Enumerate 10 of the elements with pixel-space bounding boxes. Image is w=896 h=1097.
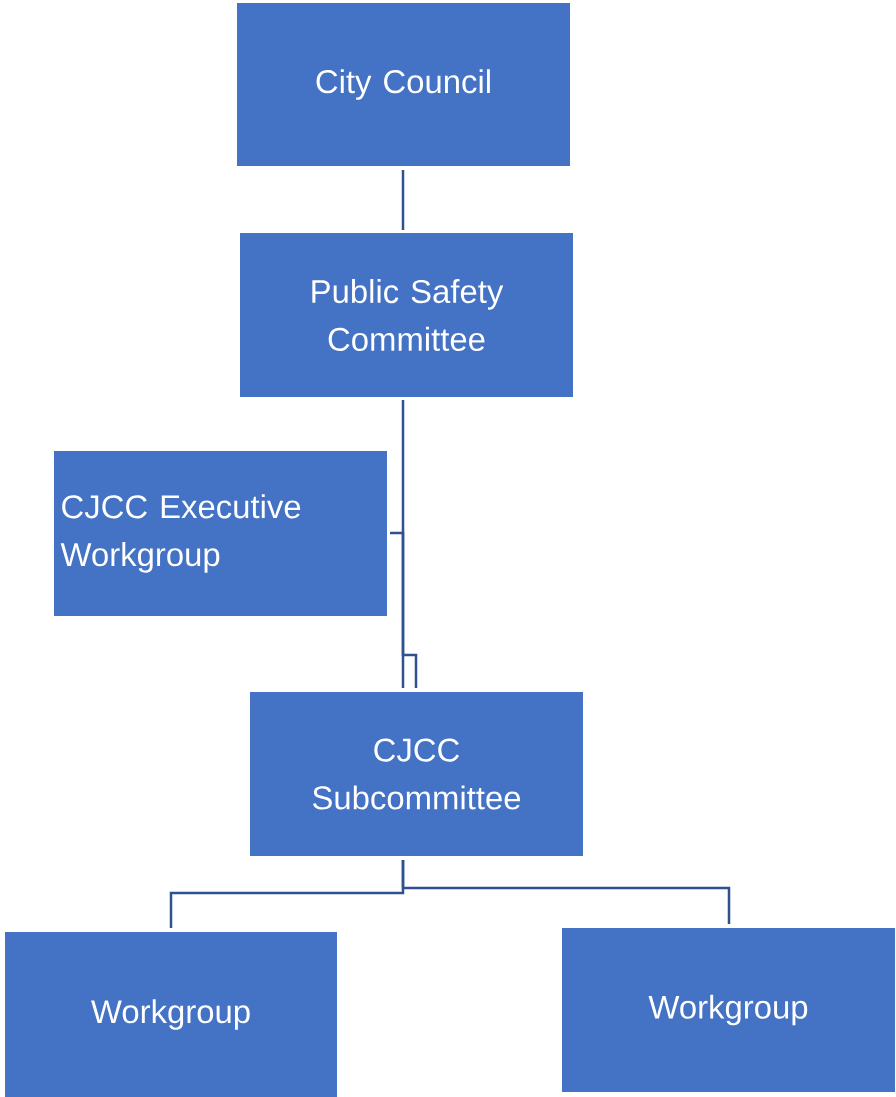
org-box: Workgroup [5, 932, 337, 1097]
org-box: Public Safety Committee [240, 233, 573, 397]
org-box: CJCC Executive Workgroup [54, 451, 387, 616]
connector-line [401, 860, 731, 924]
org-box: Workgroup [562, 928, 895, 1092]
org-box: CJCC Subcommittee [250, 692, 583, 856]
connector-line [401, 400, 405, 688]
org-box: City Council [237, 3, 570, 166]
connector-line [390, 531, 418, 688]
connector-line [401, 170, 405, 230]
